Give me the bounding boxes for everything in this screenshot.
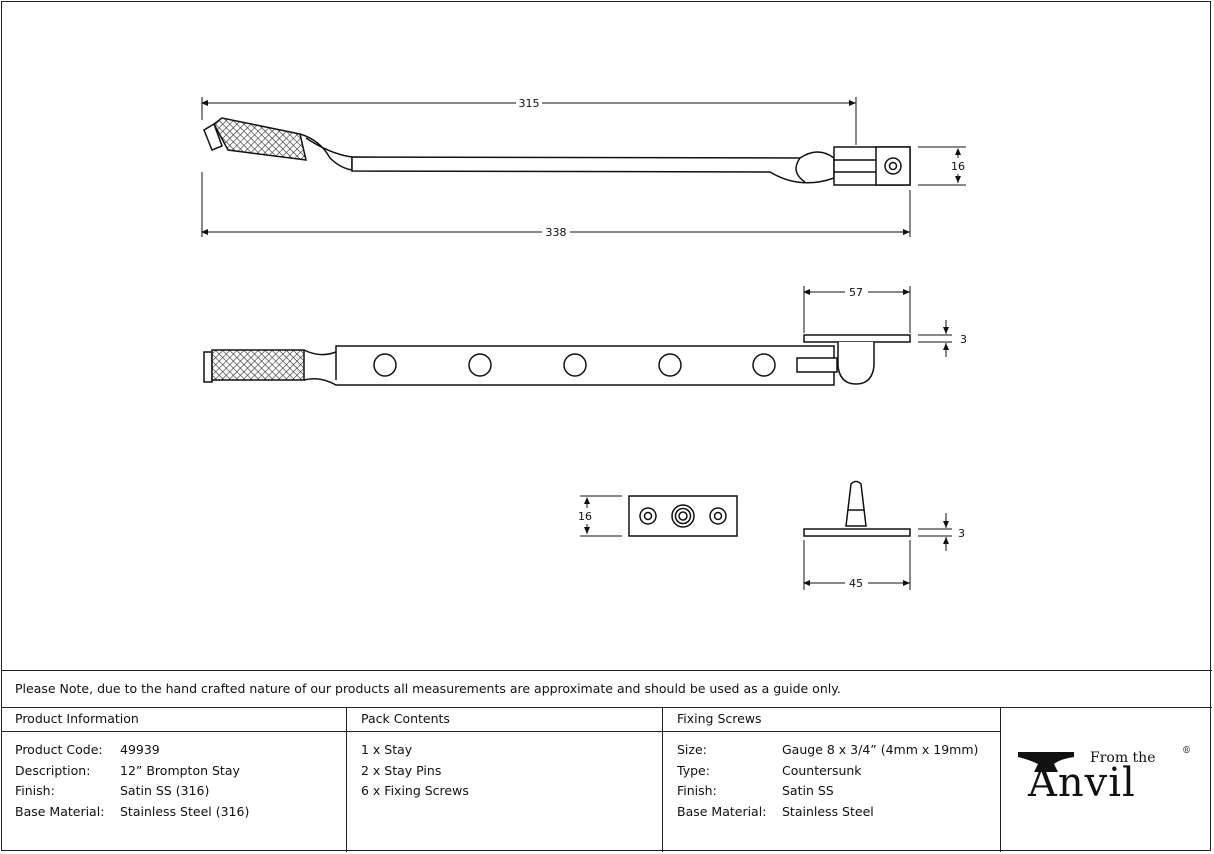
logo-name: Anvil <box>1028 760 1136 806</box>
dim-label: 3 <box>958 527 965 540</box>
dim-label: 3 <box>960 333 967 346</box>
logo-prefix: From the <box>1090 750 1156 766</box>
product-info-value: 12” Brompton Stay <box>120 763 240 778</box>
dimension-315: 315 <box>201 97 856 110</box>
fixing-screws-heading: Fixing Screws <box>677 711 762 726</box>
stay-top-view <box>201 97 911 237</box>
fixing-screws-label: Type: <box>677 763 710 778</box>
registered-mark: ® <box>1182 746 1191 756</box>
product-info-heading: Product Information <box>15 711 139 726</box>
dim-label: 338 <box>546 226 567 239</box>
dimension-45: 45 <box>803 540 911 590</box>
column-divider <box>662 707 663 852</box>
column-divider <box>1000 707 1001 852</box>
fixing-screws-label: Base Material: <box>677 804 767 819</box>
dim-label: 45 <box>849 577 863 590</box>
product-info-value: Satin SS (316) <box>120 783 210 798</box>
dimension-3-side: 3 <box>918 320 967 357</box>
table-divider <box>1 707 1212 708</box>
product-info-label: Base Material: <box>15 804 105 819</box>
product-info-value: 49939 <box>120 742 160 757</box>
dim-label: 16 <box>578 510 592 523</box>
table-top-rule <box>1 670 1212 671</box>
stay-side-view <box>203 334 911 386</box>
dimension-3-pin: 3 <box>918 513 965 551</box>
anvil-icon <box>1018 752 1074 772</box>
dimension-338: 338 <box>201 226 910 239</box>
product-info-label: Description: <box>15 763 91 778</box>
product-info-label: Product Code: <box>15 742 103 757</box>
fixing-screws-value: Countersunk <box>782 763 862 778</box>
fixing-screws-label: Finish: <box>677 783 717 798</box>
pack-contents-item: 2 x Stay Pins <box>361 763 442 778</box>
dimension-57: 57 <box>803 286 911 333</box>
dim-label: 315 <box>519 97 540 110</box>
dim-label: 16 <box>951 160 965 173</box>
pack-contents-item: 1 x Stay <box>361 742 413 757</box>
pin-plate-view <box>628 495 738 537</box>
fixing-screws-label: Size: <box>677 742 707 757</box>
fixing-screws-value: Satin SS <box>782 783 834 798</box>
disclaimer-note: Please Note, due to the hand crafted nat… <box>15 681 841 696</box>
technical-drawing: 315 338 16 <box>201 97 967 590</box>
product-info-label: Finish: <box>15 783 55 798</box>
pack-contents-heading: Pack Contents <box>361 711 450 726</box>
dim-label: 57 <box>849 286 863 299</box>
dimension-16-plate: 16 <box>578 495 622 537</box>
pin-side-view <box>803 480 911 537</box>
pack-contents-item: 6 x Fixing Screws <box>361 783 469 798</box>
product-info-value: Stainless Steel (316) <box>120 804 250 819</box>
anvil-logo: From the Anvil ® <box>1016 742 1196 812</box>
dimension-16-top: 16 <box>918 146 966 186</box>
column-divider <box>346 707 347 852</box>
fixing-screws-value: Stainless Steel <box>782 804 874 819</box>
fixing-screws-value: Gauge 8 x 3/4” (4mm x 19mm) <box>782 742 979 757</box>
header-divider <box>1 731 1000 732</box>
